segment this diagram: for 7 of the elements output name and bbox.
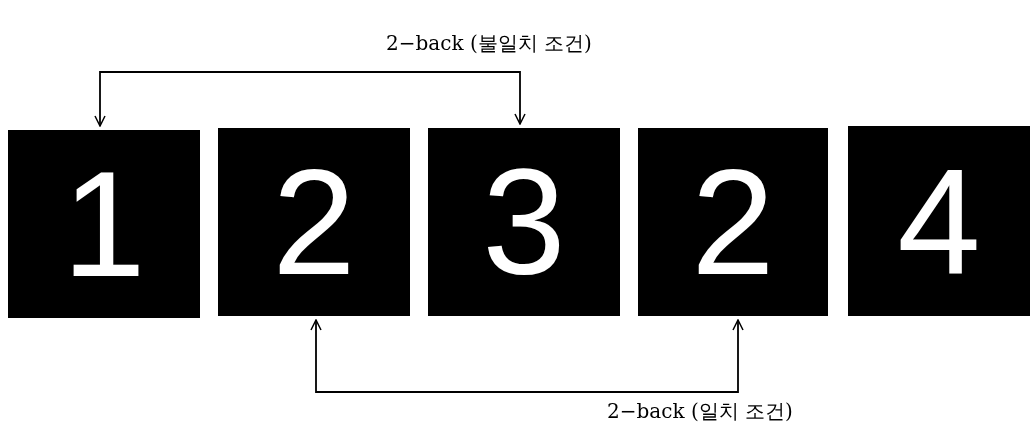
number-card: 4 xyxy=(848,126,1030,316)
bracket-arrow xyxy=(310,319,744,393)
number-card: 2 xyxy=(638,128,828,316)
number-card: 2 xyxy=(218,128,410,316)
number-card: 3 xyxy=(428,128,620,316)
number-card: 1 xyxy=(8,130,200,318)
bracket-arrow xyxy=(94,71,526,127)
